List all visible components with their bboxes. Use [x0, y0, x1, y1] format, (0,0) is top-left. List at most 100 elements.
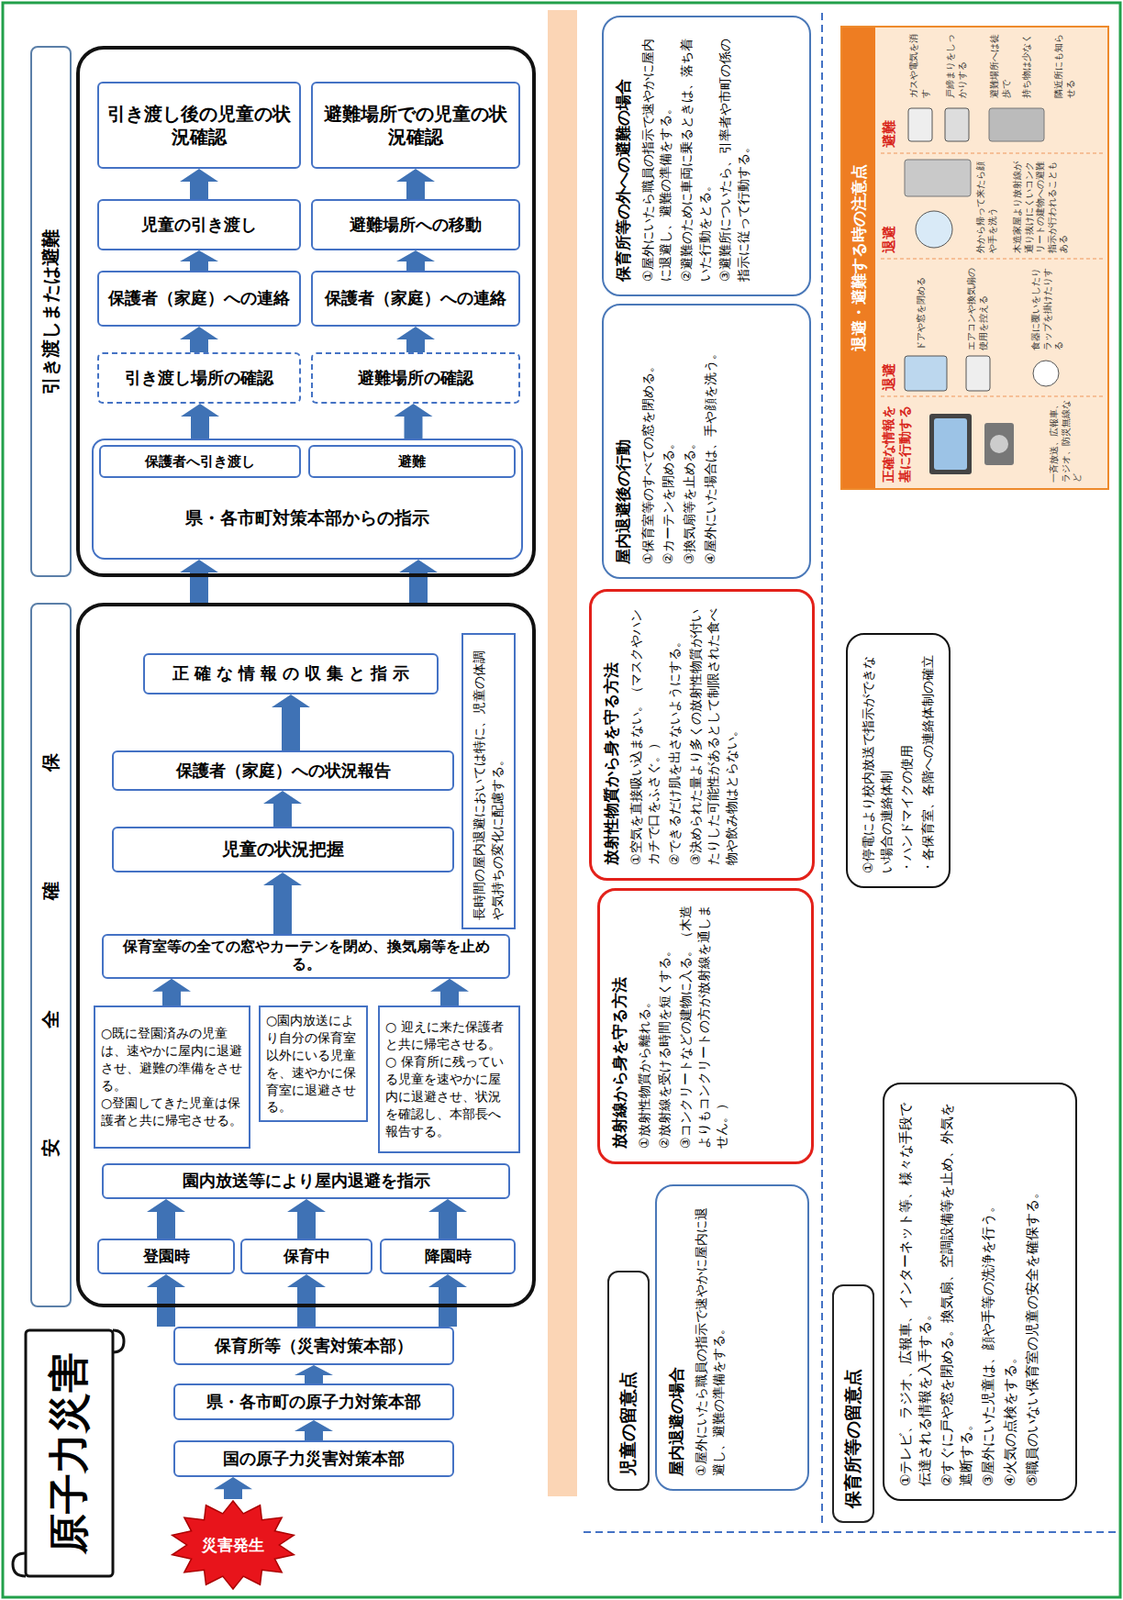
- heading-band: 安全確保: [30, 602, 72, 1308]
- caption: 戸締まりをしっかりする: [945, 28, 968, 99]
- box-text: 児童の引き渡し: [106, 214, 292, 236]
- process-box: 保護者（家庭）への連絡: [97, 270, 301, 327]
- flow-arrow: [179, 559, 219, 603]
- note-text: 長時間の屋内退避においては特に、児童の体調や気持ちの変化に配慮する。: [463, 634, 514, 928]
- section-divider: [880, 257, 1104, 260]
- group-heading: 引き渡しまたは避難: [32, 47, 70, 576]
- box-text: ○ 保育所に残っている児童を速やかに屋内に退避させ、状況を確認し、本部長へ報告す…: [385, 1053, 513, 1140]
- box-text: 保護者（家庭）への連絡: [320, 288, 512, 310]
- process-box: 避難場所への移動: [311, 199, 521, 251]
- title-holder: 原子力災害: [25, 1330, 113, 1577]
- box-text: 保護者（家庭）への連絡: [106, 288, 292, 310]
- icon-shape: [966, 355, 990, 391]
- section-label: 退避: [880, 335, 899, 391]
- box-text: 降園時: [389, 1246, 507, 1267]
- caption: 避難場所へは徒歩で: [989, 28, 1012, 99]
- box-text: ①停電により校内放送で指示ができない場合の連絡体制: [859, 647, 896, 874]
- box-text: ①空気を直接吸い込まない。（マスクやハンカチで口をふさぐ。）: [627, 604, 664, 866]
- time-box: 保育中: [240, 1238, 373, 1275]
- caption: 一斉放送、広報車、ラジオ、防災無線など: [1048, 400, 1084, 483]
- title-scroll: [25, 1330, 113, 1577]
- caption: 木造家屋より放射線が通り抜けにくいコンクリートの建物への避難指示が行われることも…: [1011, 156, 1070, 254]
- box-text: ④屋外にいた場合は、手や顔を洗う。: [701, 318, 721, 565]
- box-text: ○既に登園済みの児童は、速やかに屋内に退避させ、避難の準備をさせる。: [100, 1024, 244, 1095]
- box-text: 避難場所への移動: [320, 214, 512, 236]
- box-text: ○ 迎えに来た保護者と共に帰宅させる。: [385, 1018, 513, 1054]
- box-text: ④火気の点検をする。: [1000, 1097, 1021, 1487]
- box-text: 国の原子力災害対策本部: [182, 1448, 445, 1470]
- caption: 持ち物は少なく: [1021, 28, 1034, 99]
- process-box: 児童の引き渡し: [97, 199, 301, 251]
- process-box: 児童の状況把握: [111, 826, 455, 873]
- title: 原子力災害: [25, 1330, 113, 1577]
- icon-shape: [989, 434, 1009, 454]
- separator-band: [547, 10, 578, 1497]
- caption: 食器に覆いをしたりラップを掛けたりする: [1030, 263, 1066, 351]
- flow-arrow: [263, 872, 302, 934]
- box-text: ②できるだけ肌を出さないようにする。: [666, 604, 685, 866]
- box-text: 正確な情報の収集と指示: [152, 663, 430, 685]
- instruction-text: 県・各市町対策本部からの指示: [93, 478, 522, 558]
- icon-shape: [904, 355, 947, 391]
- box-text: 引き渡し場所の確認: [106, 367, 292, 390]
- box-text: ③決められた量より多くの放射性物質が付いたりした可能性があるとして制限された食べ…: [687, 604, 742, 866]
- panel-heading: 放射性物質から身を守る方法: [600, 604, 623, 866]
- box-text: ○園内放送により自分の保育室以外にいる児童を、速やかに保育室に退避させる。: [266, 1011, 361, 1116]
- note-box: ○ 迎えに来た保護者と共に帰宅させる。○ 保育所に残っている児童を速やかに屋内に…: [378, 1005, 521, 1154]
- note-panel: 放射線から身を守る方法①放射性物質から離れる。②放射線を受ける時間を短くする。③…: [597, 888, 814, 1165]
- process-box: 正確な情報の収集と指示: [143, 653, 439, 695]
- burst-label: 災害発生: [168, 1499, 298, 1591]
- option-box: 避難: [308, 444, 516, 479]
- process-box: 避難場所での児童の状況確認: [311, 81, 521, 169]
- icon-shape: [945, 108, 969, 142]
- box-text: ②放射線を受ける時間を短くする。: [656, 903, 675, 1149]
- box-text: ・ハンドマイクの使用: [898, 647, 917, 874]
- box-text: ②すぐに戸や窓を閉める。換気扇、空調設備等を止め、外気を遮断する。: [937, 1097, 977, 1487]
- scroll-curl: [12, 1553, 26, 1577]
- box-text: 避難場所の確認: [320, 367, 512, 390]
- flow-arrow: [179, 326, 219, 353]
- instruction-box: 県・各市町対策本部からの指示 保護者へ引き渡し避難: [91, 438, 523, 560]
- process-box: 保護者（家庭）への状況報告: [111, 750, 455, 791]
- flow-arrow: [287, 1274, 326, 1327]
- box-text: ①テレビ、ラジオ、広報車、インターネット等、様々な手段で伝達される情報を入手する…: [896, 1097, 935, 1487]
- box-text: 引き渡し後の児童の状況確認: [106, 102, 292, 149]
- note-panel: 屋内退避の場合①屋外にいたら職員の指示で速やかに屋内に退避し、避難の準備をする。: [655, 1184, 810, 1491]
- process-box: 国の原子力災害対策本部: [173, 1440, 455, 1478]
- flow-arrow: [271, 694, 311, 751]
- flow-arrow: [287, 1199, 326, 1239]
- heading-band: 引き渡しまたは避難: [30, 45, 72, 578]
- box-text: ③換気扇等を止める。: [680, 318, 700, 565]
- lower-region: 児童の留意点屋内退避の場合①屋外にいたら職員の指示で速やかに屋内に退避し、避難の…: [581, 10, 1118, 1592]
- section-heading: 保育所等の留意点: [832, 1284, 875, 1524]
- box-text: ①屋外にいたら職員の指示で速やかに屋内に退避し、避難の準備をする。: [692, 1199, 729, 1477]
- icon-shape: [915, 211, 953, 248]
- box-text: ②カーテンを閉める。: [659, 318, 679, 565]
- caption: エアコンや換気扇の使用を控える: [966, 263, 990, 351]
- process-box: 引き渡し場所の確認: [97, 352, 301, 404]
- panel-heading: 放射線から身を守る方法: [609, 903, 632, 1149]
- note-box: ○既に登園済みの児童は、速やかに屋内に退避させ、避難の準備をさせる。○登園してき…: [93, 1005, 251, 1149]
- box-text: 保護者（家庭）への状況報告: [121, 760, 445, 782]
- section-divider: [880, 395, 1104, 398]
- icon-shape: [929, 413, 972, 475]
- panel-heading: 屋内退避後の行動: [612, 318, 635, 565]
- illustration-panel: 退避・避難する時の注意点正確な情報を基に行動する一斉放送、広報車、ラジオ、防災無…: [840, 25, 1110, 490]
- box-text: 園内放送等により屋内退避を指示: [111, 1170, 501, 1192]
- process-box: 県・各市町の原子力対策本部: [173, 1383, 455, 1421]
- box-text: ①放射性物質から離れる。: [635, 903, 655, 1149]
- start-burst: 災害発生: [168, 1499, 298, 1591]
- icon-shape: [904, 159, 971, 197]
- icon-shape: [989, 108, 1045, 142]
- flow-arrow: [179, 168, 219, 200]
- box-text: 県・各市町の原子力対策本部: [182, 1391, 445, 1413]
- flow-arrow: [428, 1274, 467, 1327]
- flow-arrow: [430, 978, 469, 1006]
- box-text: 保護者へ引き渡し: [108, 453, 292, 471]
- panel-heading: 保育所等の外への避難の場合: [612, 30, 635, 282]
- box-text: ③避難所についたら、引率者や市町の係の指示に従って行動する。: [716, 30, 753, 282]
- section-label: 退避: [880, 198, 899, 254]
- section-label: 正確な情報を基に行動する: [880, 401, 913, 483]
- note-panel: ①テレビ、ラジオ、広報車、インターネット等、様々な手段で伝達される情報を入手する…: [882, 1082, 1078, 1502]
- note-box: 長時間の屋内退避においては特に、児童の体調や気持ちの変化に配慮する。: [461, 633, 516, 930]
